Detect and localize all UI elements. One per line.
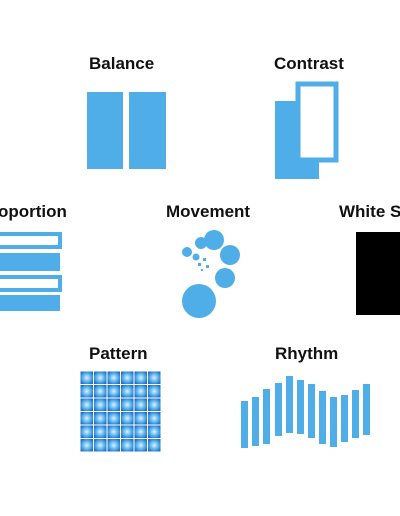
rhythm-bar bbox=[275, 383, 282, 436]
rhythm-icon bbox=[241, 376, 370, 448]
rhythm-bar bbox=[308, 384, 315, 438]
rhythm-bar bbox=[352, 390, 359, 438]
label-movement: Movement bbox=[166, 202, 251, 221]
rhythm-bar bbox=[263, 389, 270, 444]
proportion-bar-3 bbox=[0, 275, 62, 292]
movement-speck bbox=[201, 269, 203, 271]
contrast-outline-block bbox=[295, 81, 339, 163]
movement-dot bbox=[195, 237, 207, 249]
label-rhythm: Rhythm bbox=[275, 344, 339, 363]
balance-icon bbox=[87, 92, 166, 169]
white-space-icon bbox=[356, 232, 400, 315]
pattern-icon bbox=[80, 371, 161, 452]
balance-right-block bbox=[129, 92, 166, 169]
label-contrast: Contrast bbox=[274, 54, 344, 73]
movement-dot bbox=[182, 284, 216, 318]
label-proportion: oportion bbox=[0, 202, 67, 221]
movement-speck bbox=[198, 263, 201, 266]
rhythm-bar bbox=[330, 397, 337, 447]
movement-dot bbox=[182, 247, 192, 257]
proportion-bar-4 bbox=[0, 295, 60, 311]
movement-speck bbox=[206, 265, 209, 268]
rhythm-bar bbox=[341, 395, 348, 442]
white-space-black-block bbox=[356, 232, 400, 315]
rhythm-bar bbox=[286, 376, 293, 433]
proportion-bar-1 bbox=[0, 232, 62, 249]
movement-speck bbox=[203, 258, 206, 261]
rhythm-bar bbox=[319, 391, 326, 444]
rhythm-bar bbox=[252, 397, 259, 446]
label-pattern: Pattern bbox=[89, 344, 148, 363]
pattern-grid bbox=[80, 371, 161, 452]
movement-dot bbox=[220, 245, 240, 265]
rhythm-bar bbox=[241, 401, 248, 448]
movement-dot bbox=[215, 268, 235, 288]
proportion-icon bbox=[0, 232, 62, 311]
rhythm-bar bbox=[363, 384, 370, 435]
contrast-icon bbox=[275, 81, 339, 179]
rhythm-bar bbox=[297, 380, 304, 434]
label-balance: Balance bbox=[89, 54, 155, 73]
proportion-bar-2 bbox=[0, 253, 60, 271]
movement-dot bbox=[192, 253, 200, 261]
movement-dot bbox=[204, 230, 224, 250]
balance-left-block bbox=[87, 92, 123, 169]
label-white-space: White S bbox=[339, 202, 400, 221]
movement-icon bbox=[182, 230, 240, 318]
